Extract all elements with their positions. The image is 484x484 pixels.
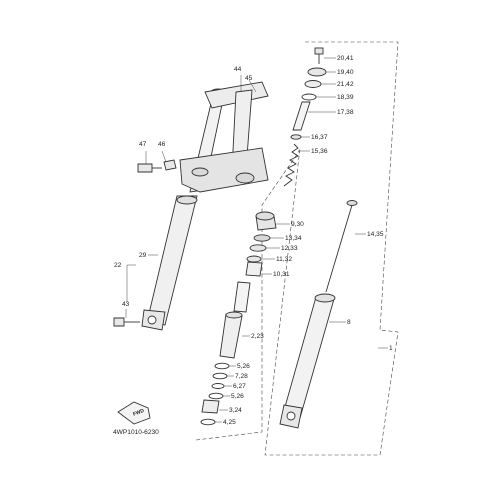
top-cap-parts bbox=[283, 47, 327, 187]
callout-labels: 20,41 19,40 21,42 18,39 17,38 16,37 15,3… bbox=[114, 55, 393, 426]
callout-6-27: 6,27 bbox=[233, 383, 246, 390]
callout-22: 22 bbox=[114, 262, 122, 269]
callout-43: 43 bbox=[122, 301, 130, 308]
callout-5-26-lower: 5,26 bbox=[231, 393, 244, 400]
callout-4-25: 4,25 bbox=[223, 419, 236, 426]
callout-20-41: 20,41 bbox=[337, 55, 354, 62]
leader-lines bbox=[125, 57, 388, 423]
callout-12-33: 12,33 bbox=[281, 245, 298, 252]
callout-46: 46 bbox=[158, 141, 166, 148]
callout-19-40: 19,40 bbox=[337, 69, 354, 76]
callout-13-34: 13,34 bbox=[285, 235, 302, 242]
callout-7-28: 7,28 bbox=[235, 373, 248, 380]
callout-3-24: 3,24 bbox=[229, 407, 242, 414]
callout-8: 8 bbox=[347, 319, 351, 326]
callout-5-26-upper: 5,26 bbox=[237, 363, 250, 370]
callout-1: 1 bbox=[389, 345, 393, 352]
part-number-code: 4WP1010-6230 bbox=[113, 429, 159, 436]
left-fork-assembly bbox=[113, 81, 269, 331]
callout-21-42: 21,42 bbox=[337, 81, 354, 88]
callout-2-23: 2,23 bbox=[251, 333, 264, 340]
callout-18-39: 18,39 bbox=[337, 94, 354, 101]
assembly-outline-right bbox=[264, 41, 399, 456]
callout-47: 47 bbox=[139, 141, 147, 148]
assembly-outline-lower bbox=[195, 149, 301, 441]
callout-29: 29 bbox=[139, 252, 147, 259]
callout-15-36: 15,36 bbox=[311, 148, 328, 155]
callout-44: 44 bbox=[234, 66, 242, 73]
callout-9-30: 9,30 bbox=[291, 221, 304, 228]
callout-10-31: 10,31 bbox=[273, 271, 290, 278]
callout-45: 45 bbox=[245, 75, 253, 82]
right-fork-outer-tube bbox=[279, 200, 358, 429]
callout-16-37: 16,37 bbox=[311, 134, 328, 141]
fwd-arrow: FWD bbox=[117, 401, 151, 425]
callout-11-32: 11,32 bbox=[276, 256, 292, 263]
callout-14-35: 14,35 bbox=[367, 231, 384, 238]
fwd-arrow-text: FWD bbox=[132, 408, 145, 418]
callout-17-38: 17,38 bbox=[337, 109, 354, 116]
